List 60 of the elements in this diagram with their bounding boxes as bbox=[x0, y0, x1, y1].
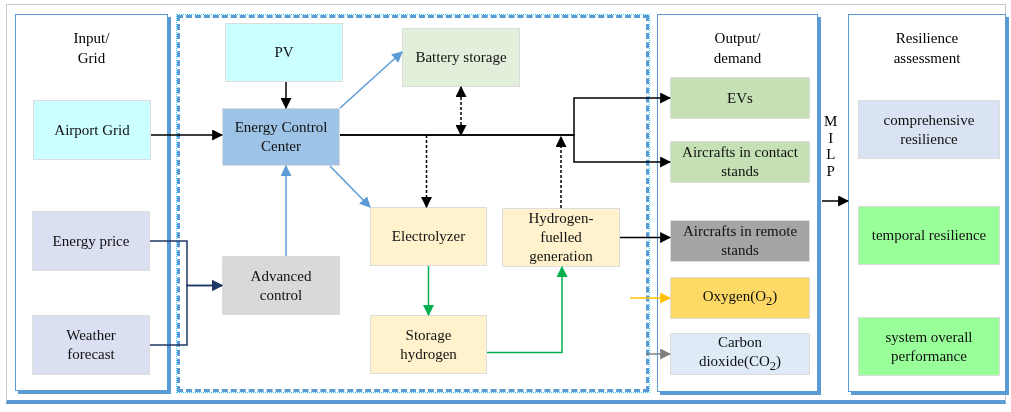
process-box bbox=[670, 277, 810, 319]
process-box bbox=[225, 23, 343, 82]
process-box bbox=[222, 108, 340, 166]
process-box bbox=[32, 211, 150, 271]
box-label: Energy Control Center bbox=[233, 118, 329, 156]
arrow bbox=[645, 348, 672, 360]
box-label: Hydrogen-fuelled generation bbox=[527, 209, 595, 266]
arrow bbox=[821, 195, 850, 207]
box-label: Weather forecast bbox=[65, 326, 117, 364]
box-label: Energy price bbox=[52, 231, 130, 251]
box-label: Carbon dioxide(CO$_{2}$) bbox=[697, 333, 783, 375]
dashed-frame bbox=[177, 15, 649, 392]
process-box bbox=[670, 77, 810, 119]
arrow bbox=[149, 280, 224, 346]
box-label: PV bbox=[274, 43, 294, 62]
process-box bbox=[222, 256, 340, 315]
arrow bbox=[486, 265, 568, 354]
process-box bbox=[858, 100, 1000, 159]
box-label: Advanced control bbox=[249, 266, 313, 305]
box-label: Battery storage bbox=[415, 48, 507, 67]
arrow bbox=[329, 165, 371, 208]
box-label: Storage hydrogen bbox=[399, 325, 458, 364]
panel-title: Resilience assessment bbox=[892, 29, 962, 68]
arrow bbox=[619, 232, 672, 243]
arrow bbox=[339, 51, 403, 109]
arrow bbox=[423, 265, 434, 317]
process-box bbox=[33, 100, 151, 160]
process-box bbox=[402, 28, 520, 87]
panel-title: Input/ Grid bbox=[72, 29, 111, 68]
box-label: temporal resilience bbox=[871, 226, 987, 245]
panel-title: Output/ demand bbox=[712, 29, 763, 68]
process-box bbox=[858, 317, 1000, 376]
process-box bbox=[670, 141, 810, 183]
process-box bbox=[670, 333, 810, 375]
arrow bbox=[150, 129, 224, 141]
process-box bbox=[502, 208, 620, 267]
process-box bbox=[32, 315, 150, 375]
dashed-arrow bbox=[421, 134, 432, 209]
panel bbox=[848, 14, 1006, 392]
process-box bbox=[670, 220, 810, 262]
arrow bbox=[280, 164, 292, 257]
panel bbox=[657, 14, 818, 392]
box-label: Airport Grid bbox=[54, 120, 130, 140]
dashed-arrow bbox=[455, 85, 467, 137]
process-box bbox=[370, 207, 487, 266]
arrow bbox=[629, 292, 672, 304]
box-label: comprehensive resilience bbox=[882, 110, 976, 149]
box-label: Aircrafts in remote stands bbox=[681, 222, 799, 260]
box-label: Electrolyzer bbox=[391, 227, 466, 246]
process-box bbox=[858, 206, 1000, 265]
box-label: Oxygen(O$_{2}$) bbox=[702, 286, 778, 310]
panel bbox=[15, 14, 168, 391]
box-label: Aircrafts in contact stands bbox=[681, 143, 799, 181]
box-label: system overall performance bbox=[884, 327, 974, 366]
box-label: EVs bbox=[727, 88, 753, 108]
edge-label: MILP bbox=[824, 113, 838, 179]
process-box bbox=[370, 315, 487, 374]
arrow bbox=[280, 81, 292, 110]
dashed-arrow bbox=[555, 135, 567, 209]
arrow bbox=[339, 134, 672, 168]
